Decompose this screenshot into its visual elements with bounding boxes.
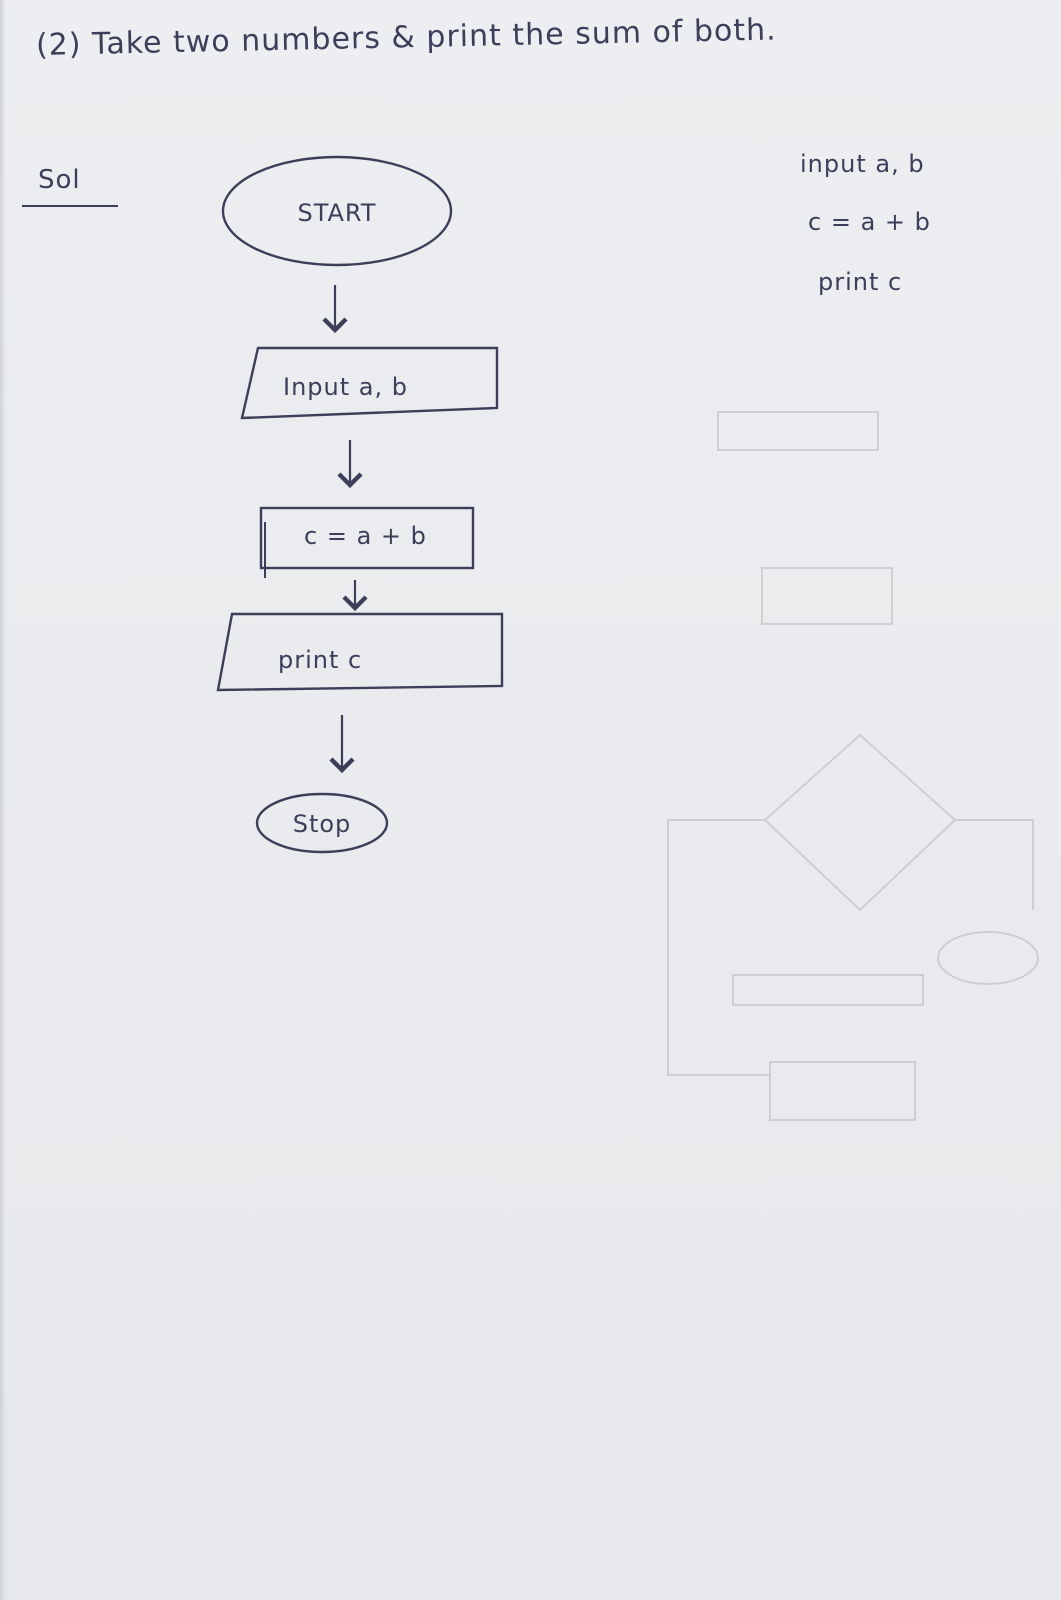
solution-label: Sol (38, 165, 81, 195)
algorithm-step-2: c = a + b (808, 208, 931, 236)
output-label: print c (278, 646, 362, 674)
output-node: print c (216, 612, 504, 692)
start-label: START (297, 199, 376, 227)
process-node: c = a + b (259, 506, 475, 578)
start-node: START (221, 155, 453, 267)
input-label: Input a, b (283, 373, 408, 401)
process-label: c = a + b (304, 522, 427, 550)
algorithm-step-1: input a, b (800, 150, 925, 178)
algorithm-step-3: print c (818, 268, 903, 296)
stop-label: Stop (293, 810, 352, 838)
input-node: Input a, b (240, 346, 499, 420)
stop-node: Stop (255, 792, 389, 854)
solution-underline (22, 205, 118, 207)
